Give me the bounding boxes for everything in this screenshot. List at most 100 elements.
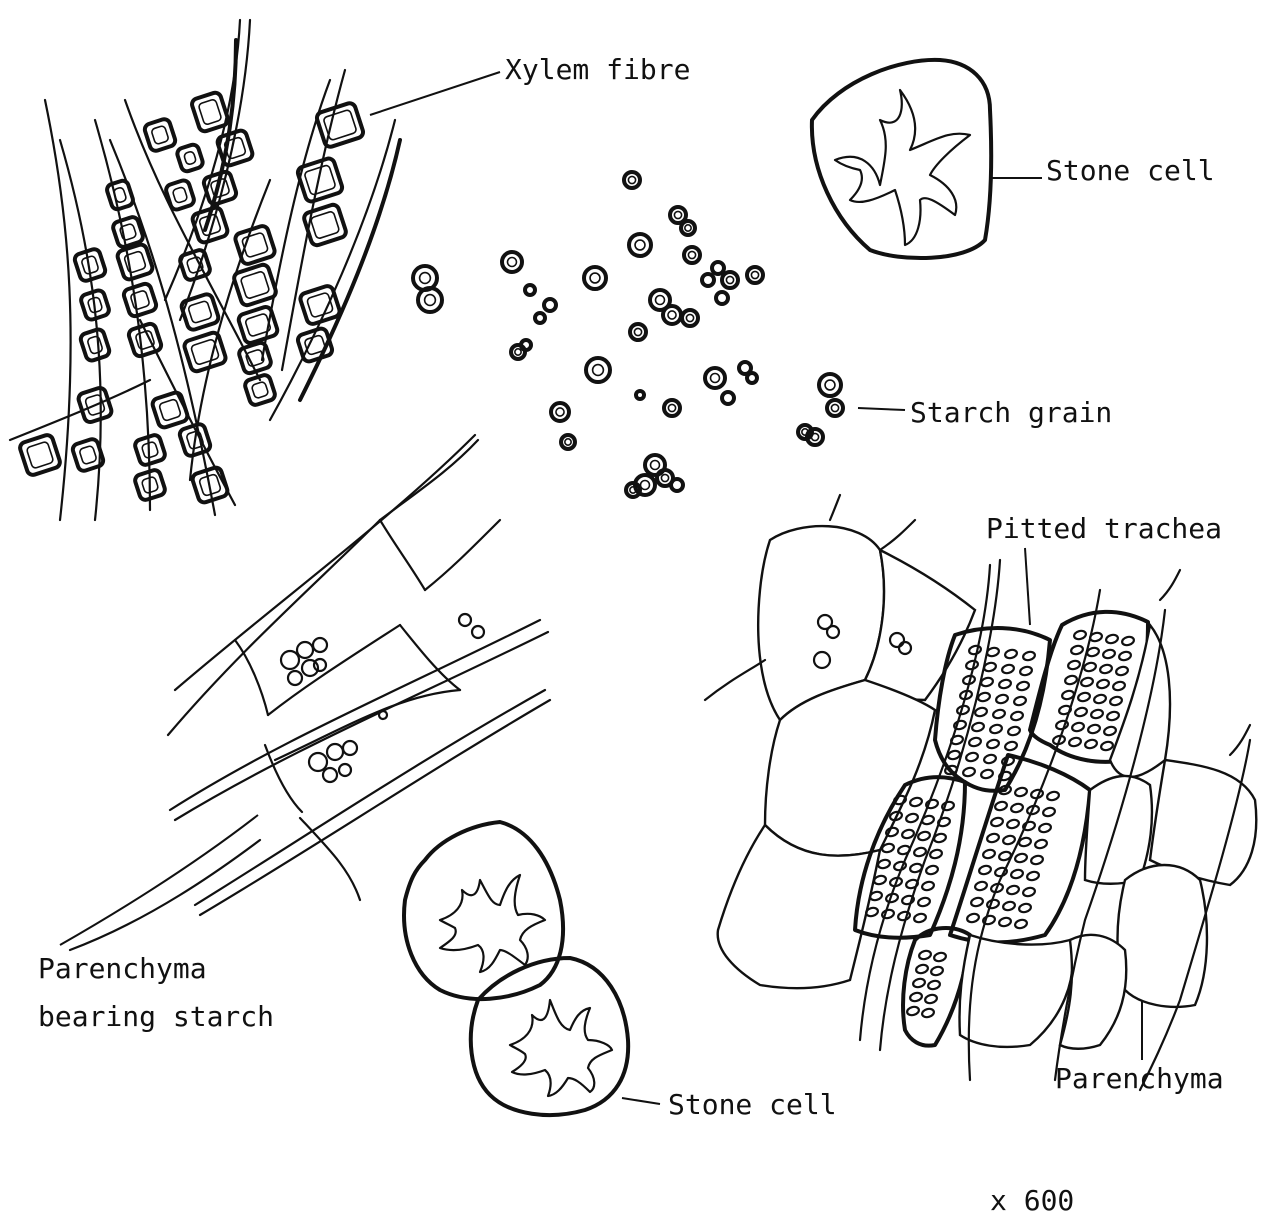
starch-grain [681,221,695,235]
starch-grain [636,391,644,399]
parenchyma-starch-drawing [60,435,550,950]
label-stone-cell-top: Stone cell [1046,154,1215,187]
starch-grain [663,306,681,324]
label-magnification: x 600 [990,1184,1074,1217]
trachea-pit [977,692,991,703]
starch-grain [630,324,646,340]
trachea-pit [909,797,923,808]
trachea-pit [1071,722,1085,733]
fibre-cell-outline [180,293,220,331]
trachea-pit [1016,681,1030,692]
starch-grain [502,252,522,272]
fibre-cell-lumen [198,99,222,125]
fibre-cell-outline [238,341,273,374]
trachea-pit [1112,681,1126,692]
trachea-pit [998,679,1012,690]
label-stone-cell-bottom: Stone cell [668,1088,837,1121]
starch-hilum [593,365,604,376]
trachea-pit [1055,720,1069,731]
starch-grain [584,267,606,289]
trachea-pit [1001,664,1015,675]
starch-hilum [668,404,675,411]
starch-hilum [668,311,676,319]
starch-hilum [556,408,564,416]
trachea-pit [995,694,1009,705]
fibre-cell-lumen [323,109,357,140]
parenchyma-starch-grain [339,764,351,776]
trachea-pit [924,994,938,1005]
starch-grain [702,274,714,286]
starch-hilum [711,374,720,383]
trachea-pit [966,913,980,924]
trachea-pit [1042,807,1056,818]
starch-hilum [651,461,660,470]
trachea-pit [1106,711,1120,722]
starch-hilum [688,251,695,258]
starch-hilum [674,211,681,218]
starch-grain [535,313,545,323]
fibre-cell-lumen [240,271,270,299]
starch-grain [413,266,437,290]
parenchyma-starch-grain [343,741,357,755]
parenchyma-starch-grain [327,744,343,760]
trachea-pit [1084,739,1098,750]
parenchyma-starch-grain [309,753,327,771]
label-parenchyma-starch-line2: bearing starch [38,1000,274,1033]
trachea-pit [1030,855,1044,866]
trachea-pit [982,915,996,926]
starch-grain [521,340,531,350]
trachea-pit [1010,803,1024,814]
starch-grain [561,435,575,449]
trachea-pit [1018,903,1032,914]
trachea-pit [956,705,970,716]
fibre-cell-outline [233,263,278,306]
starch-grain [664,400,680,416]
starch-grain [827,400,843,416]
xylem-fibre-drawing [10,20,400,520]
starch-hilum [590,273,600,283]
fibre-cell-outline [122,282,157,317]
trachea-pit [971,722,985,733]
trachea-pit [953,720,967,731]
fibre-cell-outline [106,179,135,211]
trachea-pit [1070,645,1084,656]
fibre-cell-outline [116,243,154,281]
trachea-pit [974,707,988,718]
starch-grain [747,373,757,383]
trachea-pit [912,978,926,989]
trachea-pit [901,895,915,906]
starch-hilum [565,439,571,445]
parenchyma-starch-grain [323,768,337,782]
fibre-cell-lumen [310,211,340,239]
starch-hilum [635,240,645,250]
fibre-cell-lumen [151,125,169,145]
starch-hilum [656,296,665,305]
starch-grain [712,262,724,274]
trachea-pit [1046,791,1060,802]
trachea-pit [970,897,984,908]
fibre-cell-lumen [190,339,219,365]
label-pitted-trachea: Pitted trachea [986,512,1222,545]
trachea-pit [1004,741,1018,752]
trachea-pit [1006,885,1020,896]
trachea-pit [998,917,1012,928]
trachea-pit [1022,887,1036,898]
fibre-cell-outline [79,328,110,362]
trachea-pit [905,813,919,824]
trachea-pit [897,911,911,922]
trachea-pit [1013,696,1027,707]
starch-hilum [641,481,650,490]
trachea-pit [990,817,1004,828]
starch-grain [682,310,698,326]
trachea-pit [917,897,931,908]
fibre-cell-lumen [135,330,155,350]
trachea-pit [1099,664,1113,675]
trachea-pit [994,867,1008,878]
starch-grain [418,288,442,312]
fibre-cell-outline [19,434,62,477]
trachea-pit [921,1008,935,1019]
trachea-pit [1077,692,1091,703]
trachea-pit [965,752,979,763]
starch-grain [671,479,683,491]
label-parenchyma-starch-line1: Parenchyma [38,952,207,985]
